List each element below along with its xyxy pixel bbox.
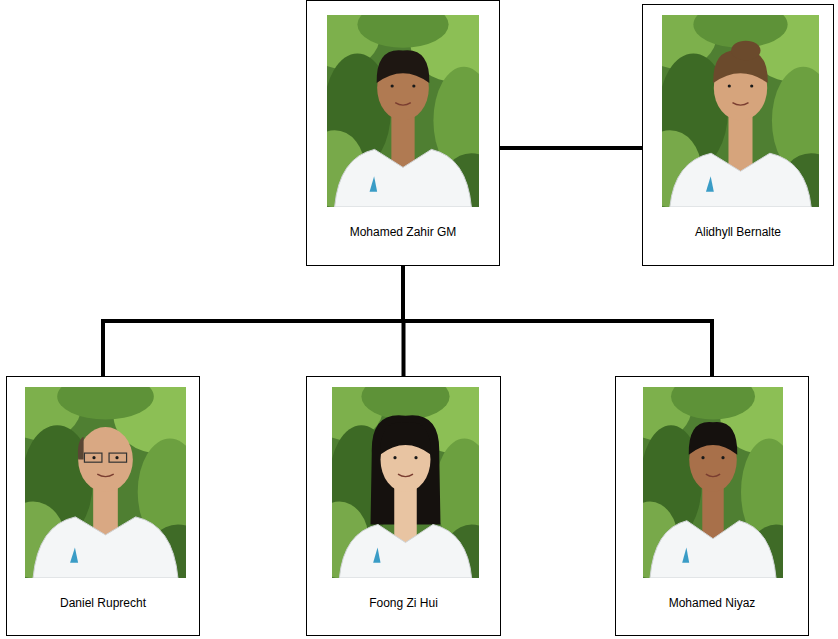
hair [376, 50, 429, 83]
eye [701, 456, 704, 459]
person-box: Alidhyll Bernalte [642, 4, 834, 266]
shirt-logo [373, 547, 380, 562]
eye [750, 84, 753, 87]
leaf [357, 15, 448, 48]
hair-bun [731, 40, 760, 60]
reporting-line [103, 266, 403, 376]
eye [390, 84, 393, 87]
shirt [650, 520, 776, 577]
eye [414, 456, 417, 459]
person-name: Foong Zi Hui [307, 596, 500, 610]
portrait-photo [332, 387, 479, 578]
eye [721, 456, 724, 459]
portrait-photo [643, 387, 783, 578]
reporting-line [500, 146, 642, 150]
shirt [334, 149, 471, 207]
mouth [732, 102, 748, 104]
person-box: Daniel Ruprecht [6, 376, 200, 636]
person-box: Foong Zi Hui [306, 376, 501, 636]
shirt-logo [682, 547, 689, 562]
mouth [398, 474, 413, 476]
shirt [33, 516, 178, 577]
portrait-photo [25, 387, 186, 578]
face [78, 427, 133, 492]
portrait-photo [662, 15, 819, 207]
shirt-logo [369, 176, 377, 191]
person-box: Mohamed Zahir GM [306, 0, 500, 266]
eye [115, 456, 118, 459]
shirt-logo [705, 176, 713, 191]
mouth [97, 474, 113, 476]
person-name: Alidhyll Bernalte [643, 225, 833, 239]
shirt [339, 524, 471, 577]
person-box: Mohamed Niyaz [615, 376, 809, 636]
leaf [671, 387, 755, 419]
eye [727, 84, 730, 87]
mouth [395, 102, 411, 104]
leaf [57, 387, 154, 419]
hair [379, 421, 430, 454]
reporting-line [403, 266, 712, 376]
shirt [669, 153, 810, 207]
person-name: Mohamed Zahir GM [307, 225, 499, 239]
portrait-photo [327, 15, 479, 207]
person-name: Mohamed Niyaz [616, 596, 808, 610]
eye [412, 84, 415, 87]
leaf [361, 387, 449, 419]
hair [688, 421, 737, 454]
hair [77, 436, 83, 459]
person-name: Daniel Ruprecht [7, 596, 199, 610]
eye [92, 456, 95, 459]
mouth [705, 474, 719, 476]
eye [393, 456, 396, 459]
shirt-logo [70, 547, 78, 562]
glasses [84, 453, 102, 462]
glasses [109, 453, 127, 462]
